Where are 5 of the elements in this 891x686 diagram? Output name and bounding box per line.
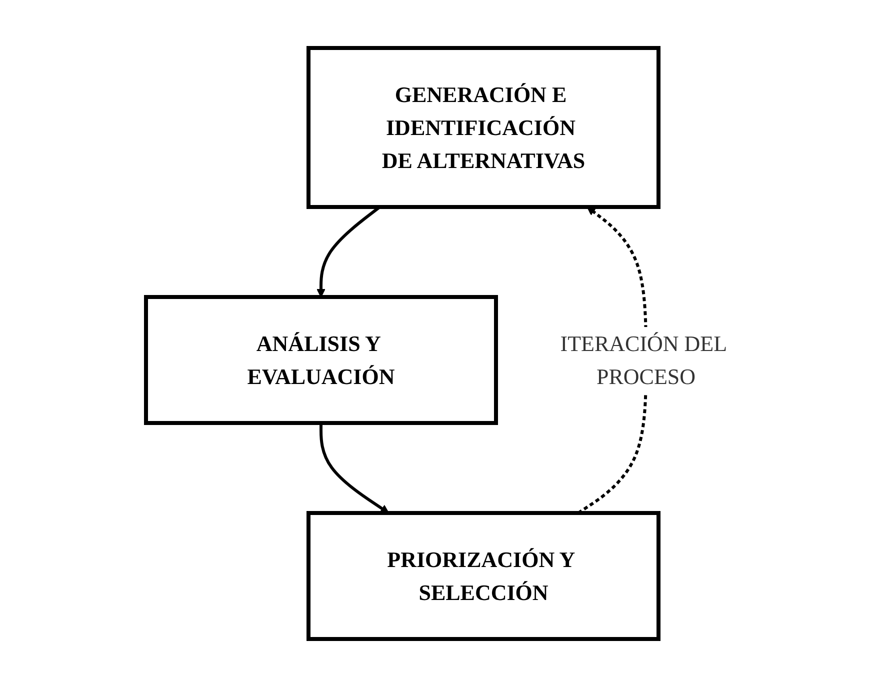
node-box: ANÁLISIS Y EVALUACIÓN bbox=[144, 294, 498, 424]
node-box: GENERACIÓN E IDENTIFICACIÓN DE ALTERNATIVAS bbox=[306, 46, 660, 208]
edge-label: ITERACIÓN DEL PROCESO bbox=[560, 330, 726, 388]
arrow bbox=[319, 422, 389, 513]
node-box: PRIORIZACIÓN Y SELECCIÓN bbox=[306, 510, 660, 640]
